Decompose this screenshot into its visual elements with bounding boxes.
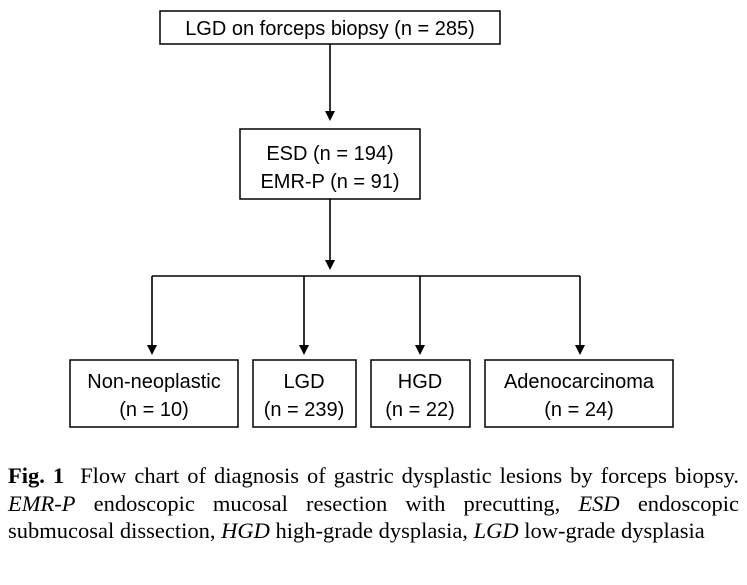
node-lgd-forceps-biopsy-label: LGD on forceps biopsy (n = 285) [185,18,475,40]
abbr-emr-p: EMR-P [8,490,76,516]
node-adenocarcinoma: Adenocarcinoma (n = 24) [484,359,674,428]
node-adenocarcinoma-count: (n = 24) [544,399,613,421]
node-lgd: LGD (n = 239) [252,359,357,428]
arrow-to-adenocarcinoma [575,276,585,355]
node-lgd-count: (n = 239) [264,399,345,421]
node-lgd-label: LGD [283,371,324,393]
node-procedure-esd-label: ESD (n = 194) [266,143,393,165]
def-emr-p: endoscopic mucosal resection with precut… [93,490,561,516]
node-non-neoplastic-label: Non-neoplastic [87,371,220,393]
def-hgd: high-grade dysplasia, [275,518,468,543]
node-hgd: HGD (n = 22) [370,359,471,428]
arrow-procedure-to-branch [325,199,335,270]
figure-label: Fig. 1 [8,463,65,488]
node-adenocarcinoma-label: Adenocarcinoma [504,371,655,393]
node-lgd-forceps-biopsy: LGD on forceps biopsy (n = 285) [159,10,501,45]
arrow-to-hgd [415,276,425,355]
node-procedure-emrp-label: EMR-P (n = 91) [260,171,399,193]
def-lgd: low-grade dysplasia [524,518,705,543]
node-non-neoplastic-count: (n = 10) [119,399,188,421]
def-esd: endoscopic submucosal dissection, [8,490,740,544]
node-hgd-label: HGD [398,371,442,393]
abbr-esd: ESD [578,490,620,516]
flowchart: LGD on forceps biopsy (n = 285) ESD (n =… [69,10,674,428]
node-hgd-count: (n = 22) [385,399,454,421]
arrow-top-to-procedure [325,44,335,121]
arrow-to-lgd [299,276,309,355]
caption-text: Flow chart of diagnosis of gastric dyspl… [80,463,739,488]
node-procedure: ESD (n = 194) EMR-P (n = 91) [239,128,421,200]
arrow-to-non-neoplastic [147,276,157,355]
figure-caption: Fig. 1 Flow chart of diagnosis of gastri… [8,462,739,545]
abbr-hgd: HGD [221,518,270,543]
abbr-lgd: LGD [473,518,519,543]
node-non-neoplastic: Non-neoplastic (n = 10) [69,359,239,428]
